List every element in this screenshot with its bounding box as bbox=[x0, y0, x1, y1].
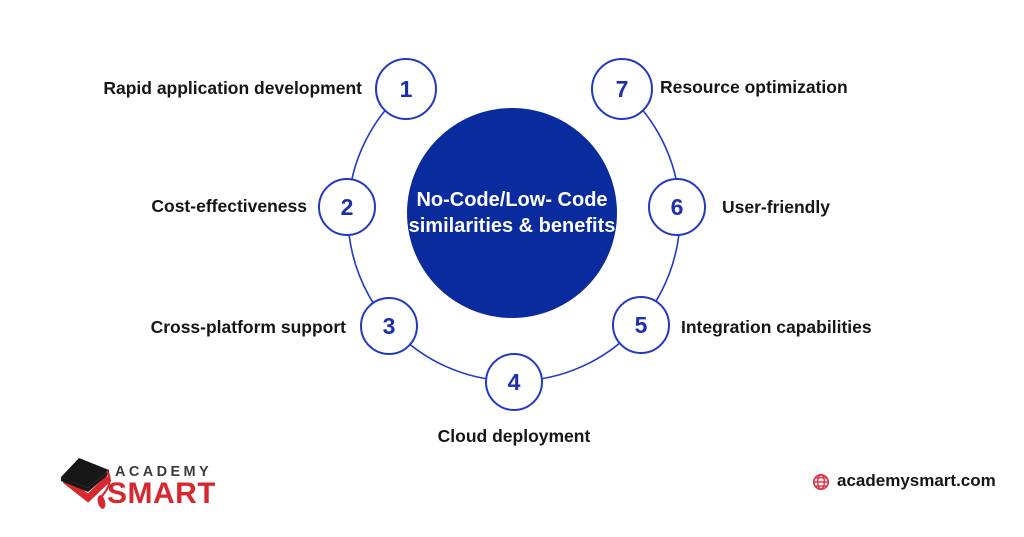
node-4: 4 bbox=[485, 353, 543, 411]
globe-icon bbox=[813, 474, 829, 490]
center-title-line1: No-Code/Low- Code bbox=[416, 189, 608, 211]
academy-smart-logo: ACADEMY SMART bbox=[61, 458, 215, 510]
node-7-number: 7 bbox=[615, 75, 629, 102]
node-2-number: 2 bbox=[340, 193, 354, 220]
website-link[interactable]: academysmart.com bbox=[837, 471, 996, 490]
node-6: 6 bbox=[648, 178, 706, 236]
node-3: 3 bbox=[360, 297, 418, 355]
label-user-friendly: User-friendly bbox=[722, 197, 830, 217]
node-3-number: 3 bbox=[382, 312, 396, 339]
center-circle: No-Code/Low- Code similarities & benefit… bbox=[407, 108, 617, 318]
label-cloud-deployment: Cloud deployment bbox=[437, 426, 591, 446]
center-title-line2: similarities & benefits bbox=[408, 215, 616, 237]
label-cost-effectiveness: Cost-effectiveness bbox=[151, 196, 307, 216]
node-5-number: 5 bbox=[634, 311, 648, 338]
node-5: 5 bbox=[612, 296, 670, 354]
node-7: 7 bbox=[591, 58, 653, 120]
label-integration-capabilities: Integration capabilities bbox=[681, 317, 872, 337]
node-1-number: 1 bbox=[399, 75, 413, 102]
node-1: 1 bbox=[375, 58, 437, 120]
logo-word-academy: ACADEMY bbox=[115, 464, 212, 480]
label-rapid-application-development: Rapid application development bbox=[103, 78, 362, 98]
label-cross-platform-support: Cross-platform support bbox=[150, 317, 346, 337]
node-6-number: 6 bbox=[670, 193, 684, 220]
node-2: 2 bbox=[318, 178, 376, 236]
logo-word-smart: SMART bbox=[107, 477, 215, 510]
graduation-cap-icon bbox=[61, 458, 112, 509]
label-resource-optimization: Resource optimization bbox=[660, 77, 848, 97]
node-4-number: 4 bbox=[507, 368, 521, 395]
